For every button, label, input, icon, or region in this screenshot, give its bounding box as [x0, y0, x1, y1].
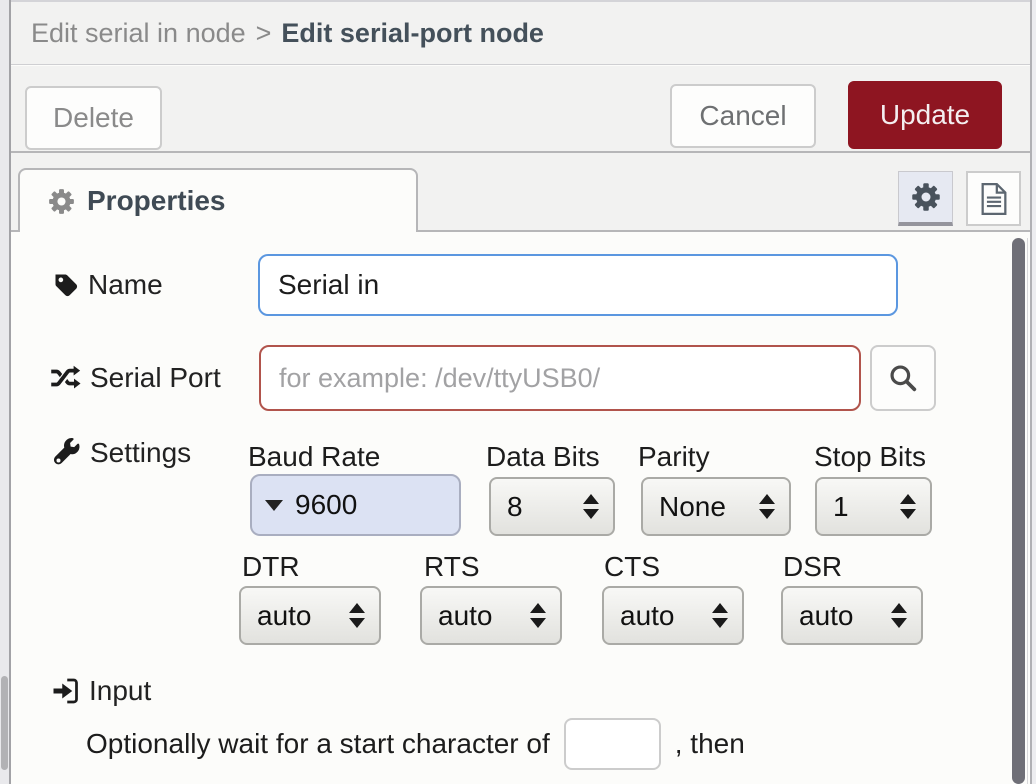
page-title: Edit serial-port node [281, 17, 544, 48]
data-bits-value: 8 [507, 490, 523, 522]
cts-header: CTS [604, 551, 660, 582]
dsr-header: DSR [783, 551, 843, 582]
input-section-label: Input [89, 675, 152, 706]
delete-button[interactable]: Delete [25, 86, 162, 150]
properties-toggle-button[interactable] [898, 171, 953, 226]
rts-header: RTS [424, 551, 480, 582]
stop-bits-header: Stop Bits [814, 441, 927, 472]
sign-in-icon [53, 678, 78, 704]
cts-select[interactable]: auto [602, 586, 744, 645]
start-character-input[interactable] [563, 718, 661, 770]
tray-right-border [1030, 0, 1032, 784]
wait-character-text: Optionally wait for a start character of [86, 728, 550, 759]
select-arrows-icon [349, 603, 365, 628]
right-edge-strip [1032, 0, 1036, 784]
tab-properties[interactable]: Properties [18, 168, 418, 232]
update-button[interactable]: Update [848, 81, 1002, 149]
select-arrows-icon [712, 603, 728, 628]
right-scrollbar-thumb[interactable] [1012, 238, 1025, 784]
tab-properties-label: Properties [87, 185, 226, 216]
select-arrows-icon [759, 494, 775, 519]
name-label-group: Name [52, 254, 163, 316]
parity-header: Parity [638, 441, 710, 472]
parity-value: None [659, 490, 726, 522]
shuffle-icon [51, 365, 81, 389]
data-bits-header: Data Bits [486, 441, 600, 472]
serial-port-label-group: Serial Port [50, 345, 221, 411]
dtr-header: DTR [242, 551, 300, 582]
dtr-value: auto [257, 599, 312, 631]
then-text: , then [674, 728, 745, 759]
dsr-select[interactable]: auto [781, 586, 923, 645]
dsr-value: auto [799, 599, 854, 631]
wrench-icon [53, 438, 80, 465]
breadcrumb-separator: > [255, 17, 272, 48]
gear-icon [49, 188, 74, 214]
rts-value: auto [438, 599, 493, 631]
dtr-select[interactable]: auto [239, 586, 381, 645]
stop-bits-select[interactable]: 1 [815, 477, 932, 536]
settings-label: Settings [90, 437, 192, 468]
cancel-button[interactable]: Cancel [670, 84, 816, 148]
serial-port-label: Serial Port [90, 362, 221, 393]
rts-select[interactable]: auto [420, 586, 562, 645]
serial-port-search-button[interactable] [870, 345, 936, 411]
data-bits-select[interactable]: 8 [489, 477, 615, 536]
select-arrows-icon [891, 603, 907, 628]
tray-toolbar: Delete Cancel Update [11, 66, 1036, 153]
properties-form: Name Serial Port Settings Baud Rate [11, 232, 1030, 784]
tray-resize-handle[interactable] [9, 0, 11, 784]
serial-port-input[interactable] [259, 345, 861, 411]
cts-value: auto [620, 599, 675, 631]
document-icon [981, 182, 1006, 215]
name-label: Name [88, 269, 163, 300]
baud-rate-value: 9600 [295, 489, 358, 520]
search-icon [890, 365, 917, 392]
name-input[interactable] [258, 254, 898, 316]
baud-rate-header: Baud Rate [248, 441, 381, 472]
right-scrollbar-track [1027, 238, 1028, 784]
parity-select[interactable]: None [641, 477, 791, 536]
breadcrumb-parent[interactable]: Edit serial in node [31, 17, 246, 48]
select-arrows-icon [530, 603, 546, 628]
tab-row: Properties [11, 153, 1036, 232]
left-scrollbar-thumb[interactable] [1, 676, 8, 770]
stop-bits-value: 1 [833, 490, 849, 522]
description-toggle-button[interactable] [966, 171, 1021, 226]
input-section-label-group: Input [51, 675, 152, 706]
select-arrows-icon [583, 494, 599, 519]
workspace-left-strip [0, 0, 9, 784]
gear-icon [911, 183, 940, 211]
chevron-down-icon [265, 499, 283, 511]
tag-icon [55, 274, 78, 297]
baud-rate-select[interactable]: 9600 [250, 474, 461, 536]
tray-header: Edit serial in node > Edit serial-port n… [11, 0, 1036, 65]
select-arrows-icon [900, 494, 916, 519]
wait-character-row: Optionally wait for a start character of… [86, 718, 745, 770]
tab-row-border [11, 230, 1036, 232]
settings-label-group: Settings [52, 437, 192, 468]
